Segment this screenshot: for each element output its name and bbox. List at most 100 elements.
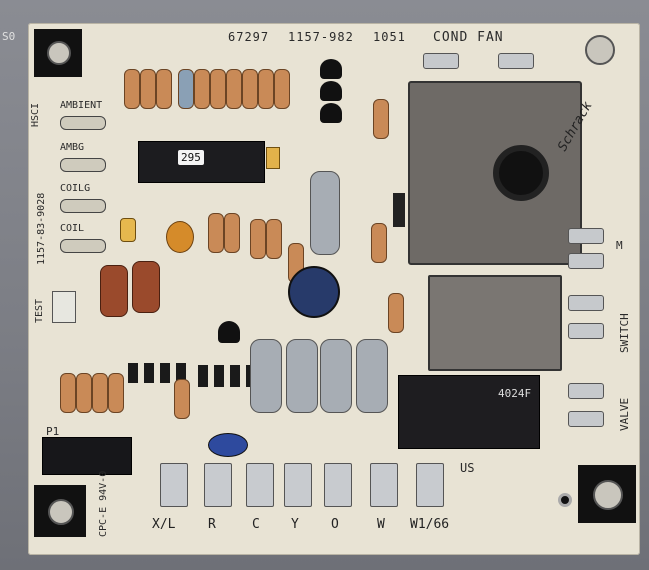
- mount-hole-bottom-left: [48, 499, 74, 525]
- spade-w1: [416, 463, 444, 507]
- resistor-top-3: [156, 69, 172, 109]
- corner-text: S0: [2, 30, 16, 43]
- spade-o: [324, 463, 352, 507]
- resistor-r11: [373, 99, 389, 139]
- connector-p1-label: P1: [46, 425, 60, 438]
- terminal-label-y: Y: [291, 517, 299, 532]
- relay-small: [398, 375, 540, 449]
- label-valve: VALVE: [618, 397, 631, 431]
- power-resistor-4: [320, 339, 352, 413]
- resistor-r4: [266, 219, 282, 259]
- label-coil: COIL: [60, 223, 85, 234]
- resistor-top-9: [258, 69, 274, 109]
- transistor-q4: [218, 321, 240, 343]
- board-code: CPC-E 94V-0: [98, 470, 109, 537]
- label-hsci: HSCI: [30, 102, 41, 127]
- spade-top-1: [423, 53, 459, 69]
- header-cond-fan: COND FAN: [433, 30, 504, 45]
- spade-y: [284, 463, 312, 507]
- spade-r: [204, 463, 232, 507]
- power-resistor-1: [310, 171, 340, 255]
- resistor-r32: [174, 379, 190, 419]
- resistor-r21: [60, 373, 76, 413]
- coilg-jumper: [60, 199, 106, 213]
- spade-right-2: [568, 253, 604, 269]
- header-rev: 1051: [373, 30, 406, 44]
- spade-xl: [160, 463, 188, 507]
- spade-top-2: [498, 53, 534, 69]
- spade-right-5: [568, 383, 604, 399]
- mount-hole-bottom-right: [593, 480, 623, 510]
- side-part-number: 1157-83-9028: [36, 192, 47, 265]
- resistor-r3: [371, 223, 387, 263]
- diode-d5: [393, 193, 405, 227]
- resistor-r24: [76, 373, 92, 413]
- label-switch: SWITCH: [618, 313, 631, 353]
- resistor-r15: [224, 213, 240, 253]
- resistor-top-1: [124, 69, 140, 109]
- connector-p1: [42, 437, 132, 475]
- relay-large-coil: [493, 145, 549, 201]
- relay-small-text: 4024F: [498, 387, 532, 400]
- cap-yellow-small: [266, 147, 280, 169]
- resistor-top-2: [140, 69, 156, 109]
- label-m: M: [616, 239, 623, 252]
- header-model: 1157-982: [288, 30, 354, 44]
- coil-jumper: [60, 239, 106, 253]
- mount-hole-top-right: [585, 35, 615, 65]
- relay-medium: [428, 275, 562, 371]
- resistor-top-5: [194, 69, 210, 109]
- terminal-label-w: W: [377, 517, 385, 532]
- resistor-top-4: [178, 69, 194, 109]
- electrolytic-cap: [288, 266, 340, 318]
- power-resistor-2: [250, 339, 282, 413]
- resistor-top-8: [242, 69, 258, 109]
- terminal-label-o: O: [331, 517, 339, 532]
- transistor-q-3: [320, 103, 342, 123]
- test-connector: [52, 291, 76, 323]
- resistor-r23: [108, 373, 124, 413]
- terminal-label-c: C: [252, 517, 260, 532]
- resistor-top-10: [274, 69, 290, 109]
- cap-brown-1: [100, 265, 128, 317]
- power-resistor-5: [356, 339, 388, 413]
- cap-c4: [166, 221, 194, 253]
- via-hole: [558, 493, 572, 507]
- terminal-label-xl: X/L: [152, 517, 176, 532]
- resistor-top-7: [226, 69, 242, 109]
- resistor-r22: [92, 373, 108, 413]
- spade-right-6: [568, 411, 604, 427]
- transistor-q-1: [320, 59, 342, 79]
- spade-right-4: [568, 323, 604, 339]
- spade-w: [370, 463, 398, 507]
- spade-c: [246, 463, 274, 507]
- spade-right-3: [568, 295, 604, 311]
- mount-hole-top-left: [47, 41, 71, 65]
- terminal-label-w1: W1/66: [410, 517, 450, 532]
- power-resistor-3: [286, 339, 318, 413]
- spade-right-1: [568, 228, 604, 244]
- label-ambient: AMBIENT: [60, 100, 103, 111]
- cap-brown-2: [132, 261, 160, 313]
- ambg-jumper: [60, 158, 106, 172]
- label-ambg: AMBG: [60, 142, 85, 153]
- resistor-r25: [388, 293, 404, 333]
- cap-c3: [120, 218, 136, 242]
- diode-row: [128, 363, 188, 383]
- label-coilg: COILG: [60, 183, 91, 194]
- resistor-r14: [208, 213, 224, 253]
- resistor-r2: [250, 219, 266, 259]
- terminal-label-r: R: [208, 517, 216, 532]
- label-test: TEST: [34, 298, 45, 323]
- cert-mark: US: [460, 461, 475, 475]
- ic-chip: [138, 141, 265, 183]
- header-part-code: 67297: [228, 30, 270, 44]
- ambient-jumper: [60, 116, 106, 130]
- ic-label: 295: [178, 150, 204, 165]
- mov-blue-disc: [208, 433, 248, 457]
- resistor-top-6: [210, 69, 226, 109]
- transistor-q-2: [320, 81, 342, 101]
- diode-row-2: [198, 365, 250, 387]
- pcb-board: 67297 1157-982 1051 COND FAN HSCI AMBIEN…: [28, 23, 640, 555]
